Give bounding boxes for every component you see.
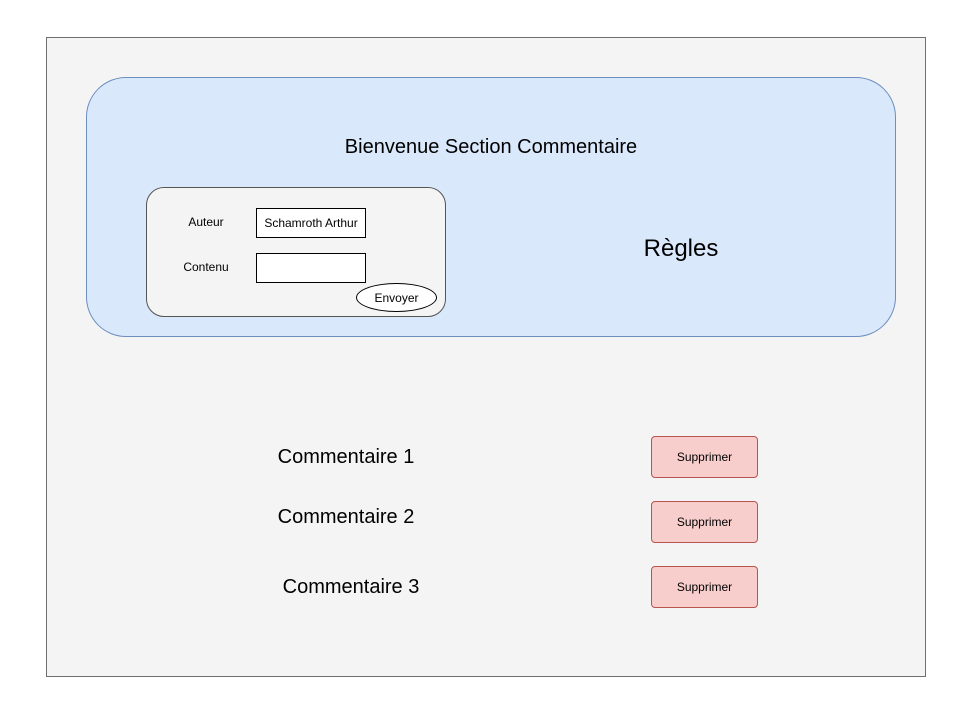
delete-comment-1-button[interactable]: Supprimer [651, 436, 758, 478]
author-label: Auteur [188, 215, 224, 229]
send-button[interactable]: Envoyer [356, 283, 437, 312]
author-input[interactable] [256, 208, 366, 238]
comment-item-1: Commentaire 1 [277, 446, 415, 468]
content-input[interactable] [256, 253, 366, 283]
delete-comment-2-button[interactable]: Supprimer [651, 501, 758, 543]
page-title: Bienvenue Section Commentaire [344, 136, 638, 158]
delete-comment-3-button[interactable]: Supprimer [651, 566, 758, 608]
comment-item-2: Commentaire 2 [277, 506, 415, 528]
content-label: Contenu [183, 260, 229, 274]
rules-link[interactable]: Règles [643, 235, 719, 262]
comment-item-3: Commentaire 3 [282, 576, 420, 598]
